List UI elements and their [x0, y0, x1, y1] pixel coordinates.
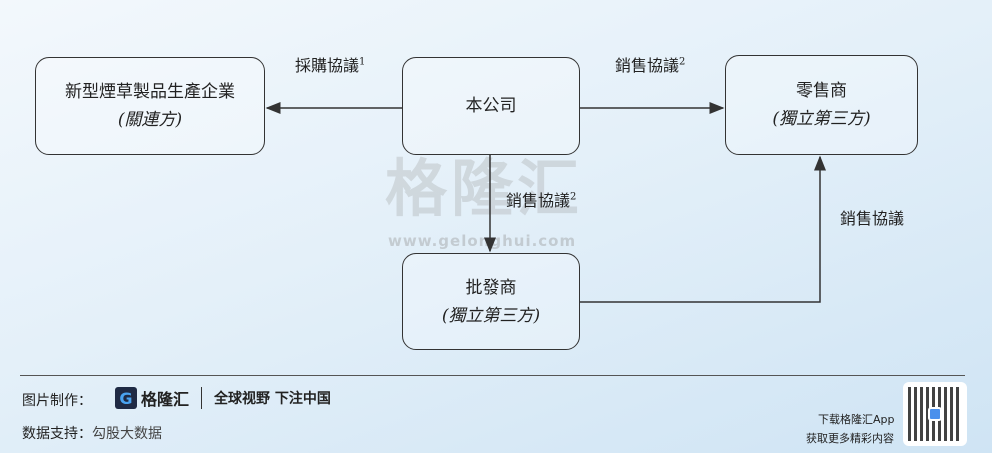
qr-code[interactable]	[903, 382, 967, 446]
data-support: 数据支持：勾股大数据	[22, 426, 162, 442]
node-name: 批發商	[465, 277, 517, 298]
made-by-label: 图片制作：	[22, 393, 92, 409]
node-retailer: 零售商 (獨立第三方)	[725, 55, 918, 155]
node-wholesaler: 批發商 (獨立第三方)	[402, 253, 580, 350]
label-sales-wholesaler: 銷售協議2	[506, 191, 577, 210]
node-company: 本公司	[402, 57, 580, 155]
node-note: (獨立第三方)	[772, 109, 871, 129]
node-note: (獨立第三方)	[441, 305, 541, 326]
arrow-wholesaler-retailer	[580, 155, 826, 303]
footer-divider	[20, 375, 965, 376]
app-line-1: 下载格隆汇App	[818, 413, 895, 426]
app-line-2: 获取更多精彩内容	[806, 432, 894, 445]
logo-divider	[201, 387, 203, 409]
slogan: 全球视野 下注中国	[214, 391, 331, 407]
watermark-url: www.gelonghui.com	[388, 232, 577, 250]
logo-g-icon: G	[115, 387, 137, 409]
node-name: 新型煙草製品生產企業	[65, 82, 235, 102]
label-sales-retailer: 銷售協議2	[615, 56, 686, 75]
logo-text: 格隆汇	[141, 390, 190, 409]
node-note: (關連方)	[117, 110, 183, 130]
label-wholesaler-retailer: 銷售協議	[840, 209, 905, 228]
node-manufacturer: 新型煙草製品生產企業 (關連方)	[35, 57, 265, 155]
watermark: 格隆汇	[385, 152, 584, 225]
label-purchase: 採購協議1	[295, 56, 366, 75]
gelonghui-logo: G 格隆汇 全球视野 下注中国	[115, 386, 331, 410]
qr-logo-icon	[928, 407, 942, 421]
node-name: 零售商	[796, 81, 847, 101]
node-name: 本公司	[465, 96, 517, 116]
